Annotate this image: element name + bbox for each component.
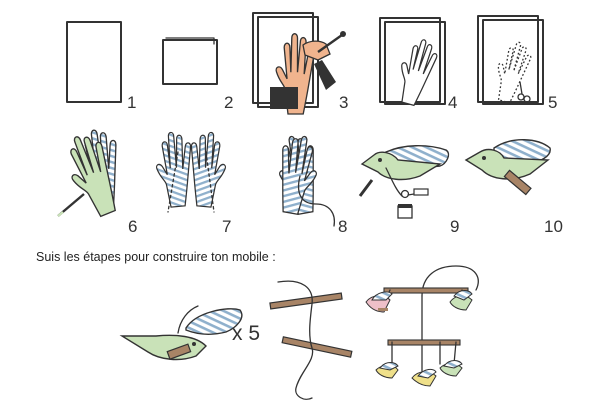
step-number: 6	[128, 217, 137, 236]
hand-outline-icon	[391, 35, 441, 109]
folded-paper	[162, 39, 218, 85]
string	[297, 175, 336, 227]
marker-icon	[358, 179, 374, 197]
clothespin	[166, 343, 192, 360]
bird-eye	[378, 158, 382, 162]
step-3: 3	[252, 12, 348, 115]
mini-bird	[449, 290, 473, 311]
bird-body	[464, 148, 550, 180]
step-5: 5	[477, 15, 557, 112]
step-number: 1	[127, 93, 136, 112]
step-2: 2	[162, 37, 233, 112]
step-number: 9	[450, 217, 459, 236]
wooden-stick	[281, 336, 353, 358]
multiplier-label: x 5	[232, 322, 260, 345]
instructions-caption: Suis les étapes pour construire ton mobi…	[36, 250, 276, 264]
step-7: 7	[153, 130, 231, 236]
string	[177, 305, 199, 334]
bird-body	[119, 334, 207, 361]
hanging-string	[421, 265, 479, 297]
step-number: 5	[548, 93, 557, 112]
wooden-stick	[387, 339, 461, 346]
sticks-and-string	[269, 280, 353, 400]
mini-bird	[375, 362, 399, 379]
step-number: 4	[448, 93, 457, 112]
paper-sheet	[66, 21, 122, 103]
scissors-icon	[517, 81, 531, 103]
step-1: 1	[66, 21, 136, 112]
dotted-hand-icon	[489, 38, 535, 106]
step-number: 3	[339, 93, 348, 112]
step-8: 8	[271, 132, 347, 236]
bird-eye	[192, 342, 196, 346]
step-number: 2	[224, 93, 233, 112]
mini-bird	[411, 368, 437, 387]
glue-tube-icon	[413, 188, 429, 196]
step-10: 10	[464, 139, 563, 236]
paper-sheet	[482, 19, 544, 105]
step-9: 9	[358, 145, 459, 236]
wooden-stick	[383, 287, 469, 294]
mini-bird	[439, 360, 463, 377]
bird-wing	[185, 308, 243, 335]
step-number: 7	[222, 217, 231, 236]
striped-hand-icon	[185, 130, 229, 209]
mini-bird	[365, 291, 393, 313]
step-number: 10	[544, 217, 563, 236]
string	[277, 280, 314, 400]
pencil-icon	[317, 34, 343, 53]
step-6: 6	[57, 126, 137, 236]
wooden-stick	[269, 292, 343, 310]
step-4: 4	[379, 17, 457, 112]
bird-eye	[482, 156, 486, 160]
single-bird	[119, 305, 243, 361]
clothespin	[503, 169, 532, 196]
finished-mobile	[365, 265, 479, 387]
step-number: 8	[338, 217, 347, 236]
